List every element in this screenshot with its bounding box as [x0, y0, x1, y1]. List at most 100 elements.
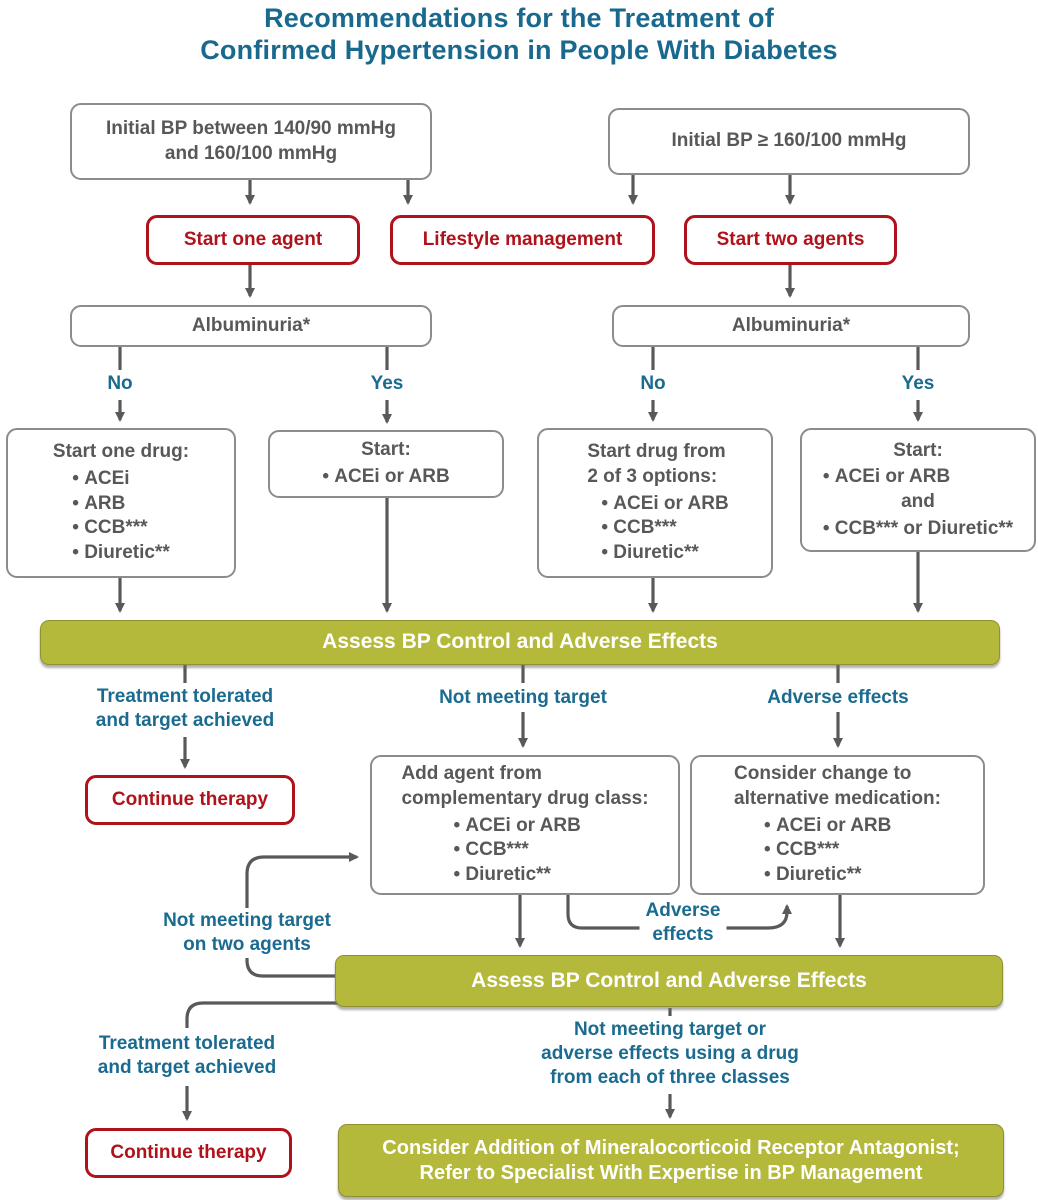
- start-acei-list: ACEi or ARB: [322, 465, 449, 490]
- box-continue-therapy-1: Continue therapy: [85, 775, 295, 825]
- start-two-agents-label: Start two agents: [716, 229, 865, 250]
- box-initial-bp-160plus-text: Initial BP ≥ 160/100 mmHg: [671, 130, 907, 152]
- list-item: ACEi or ARB: [453, 814, 648, 839]
- consider-change-title-line2: alternative medication:: [734, 787, 941, 809]
- list-item: ACEi or ARB: [601, 492, 728, 517]
- branch-yes-right: Yes: [901, 373, 935, 394]
- three-classes-line1: Not meeting target or: [573, 1019, 767, 1040]
- three-classes-line3: from each of three classes: [550, 1066, 790, 1088]
- start-two-title: Start:: [893, 439, 943, 461]
- add-agent-title-line1: Add agent from: [401, 763, 542, 785]
- outcome-three-classes: Not meeting target or adverse effects us…: [541, 1018, 799, 1089]
- adverse2-line2: effects: [652, 923, 714, 945]
- add-agent-list: ACEi or ARB CCB*** Diuretic**: [453, 814, 648, 888]
- consider-change-title-line1: Consider change to: [734, 763, 912, 785]
- final-bar-mineralocorticoid: Consider Addition of Mineralocorticoid R…: [338, 1124, 1004, 1197]
- page-title-line2: Confirmed Hypertension in People With Di…: [200, 34, 838, 65]
- start-two-list2: CCB*** or Diuretic**: [823, 517, 1013, 542]
- list-item: Diuretic**: [601, 541, 728, 566]
- branch-no-left: No: [107, 373, 133, 394]
- bp-range-line1: Initial BP between 140/90 mmHg: [105, 117, 397, 139]
- assess-bar-1: Assess BP Control and Adverse Effects: [40, 620, 1000, 665]
- assess-bar-2-text: Assess BP Control and Adverse Effects: [471, 968, 867, 992]
- tolerated1-line1: Treatment tolerated: [96, 686, 274, 707]
- albuminuria-right-text: Albuminuria*: [731, 314, 851, 336]
- two-of-three-list: ACEi or ARB CCB*** Diuretic**: [601, 492, 728, 566]
- list-item: CCB*** or Diuretic**: [823, 517, 1013, 542]
- tolerated2-line2: and target achieved: [97, 1056, 277, 1078]
- start-acei-title: Start:: [361, 439, 411, 461]
- outcome-tolerated-2: Treatment tolerated and target achieved: [98, 1032, 276, 1080]
- final-bar-text: Consider Addition of Mineralocorticoid R…: [382, 1136, 959, 1186]
- list-item: Diuretic**: [72, 541, 170, 566]
- branch-no-right: No: [640, 373, 666, 394]
- adverse2-line1: Adverse: [645, 900, 721, 921]
- list-item: CCB***: [453, 838, 648, 863]
- list-item: CCB***: [601, 516, 728, 541]
- start-one-drug-list: ACEi ARB CCB*** Diuretic**: [72, 467, 170, 566]
- box-start-one-drug: Start one drug: ACEi ARB CCB*** Diuretic…: [6, 428, 236, 578]
- box-start-two-drugs: Start: ACEi or ARB and CCB*** or Diureti…: [800, 428, 1036, 552]
- bp-range-line2: and 160/100 mmHg: [164, 142, 338, 164]
- box-continue-therapy-2: Continue therapy: [85, 1128, 292, 1178]
- list-item: ACEi or ARB: [322, 465, 449, 490]
- two-of-three-title-line2: 2 of 3 options:: [587, 465, 718, 487]
- box-initial-bp-140-160-text: Initial BP between 140/90 mmHg and 160/1…: [106, 117, 396, 166]
- consider-change-list: ACEi or ARB CCB*** Diuretic**: [764, 814, 941, 888]
- loop-label-not-meeting-two-agents: Not meeting target on two agents: [157, 908, 337, 958]
- outcome-adverse-effects: Adverse effects: [767, 687, 909, 708]
- list-item: ARB: [72, 492, 169, 517]
- albuminuria-left-text: Albuminuria*: [191, 314, 311, 336]
- start-one-agent-label: Start one agent: [183, 229, 323, 250]
- box-consider-change-content: Consider change to alternative medicatio…: [734, 762, 941, 887]
- assess-bar-2: Assess BP Control and Adverse Effects: [335, 955, 1003, 1007]
- box-albuminuria-left: Albuminuria*: [70, 305, 432, 347]
- list-item: ACEi or ARB: [823, 465, 1013, 490]
- box-two-of-three-content: Start drug from 2 of 3 options: ACEi or …: [581, 440, 728, 565]
- list-item: CCB***: [764, 838, 941, 863]
- box-start-one-agent: Start one agent: [146, 215, 360, 265]
- loop-label-line1: Not meeting target: [163, 910, 331, 931]
- final-bar-line1: Consider Addition of Mineralocorticoid R…: [382, 1136, 960, 1159]
- page-title-line1: Recommendations for the Treatment of: [264, 3, 774, 33]
- outcome-not-meeting-target: Not meeting target: [439, 687, 607, 708]
- continue-therapy-1-label: Continue therapy: [111, 789, 269, 810]
- list-item: CCB***: [72, 516, 169, 541]
- box-albuminuria-right: Albuminuria*: [612, 305, 970, 347]
- tolerated2-line1: Treatment tolerated: [98, 1033, 276, 1054]
- box-initial-bp-140-160: Initial BP between 140/90 mmHg and 160/1…: [70, 103, 432, 180]
- box-start-acei-arb: Start: ACEi or ARB: [268, 430, 504, 498]
- box-start-two-agents: Start two agents: [684, 215, 897, 265]
- branch-yes-left: Yes: [370, 373, 404, 394]
- box-initial-bp-160plus: Initial BP ≥ 160/100 mmHg: [608, 108, 970, 175]
- page-title: Recommendations for the Treatment of Con…: [0, 3, 1038, 67]
- two-of-three-title-line1: Start drug from: [587, 441, 726, 463]
- box-lifestyle-management: Lifestyle management: [390, 215, 655, 265]
- start-one-drug-title: Start one drug:: [52, 441, 190, 463]
- add-agent-title-line2: complementary drug class:: [401, 787, 649, 809]
- adverse-effects-label-2: Adverse effects: [639, 898, 727, 948]
- tolerated1-line2: and target achieved: [95, 709, 275, 731]
- list-item: Diuretic**: [453, 863, 648, 888]
- three-classes-line2: adverse effects using a drug: [541, 1042, 799, 1064]
- list-item: ACEi or ARB: [764, 814, 941, 839]
- box-two-of-three-options: Start drug from 2 of 3 options: ACEi or …: [537, 428, 773, 578]
- lifestyle-management-label: Lifestyle management: [422, 229, 623, 250]
- list-item: ACEi: [72, 467, 169, 492]
- box-start-acei-arb-content: Start: ACEi or ARB: [322, 438, 449, 489]
- start-two-list: ACEi or ARB: [823, 465, 1013, 490]
- assess-bar-1-text: Assess BP Control and Adverse Effects: [322, 630, 718, 654]
- box-consider-change: Consider change to alternative medicatio…: [690, 755, 985, 895]
- outcome-tolerated-1: Treatment tolerated and target achieved: [96, 685, 274, 733]
- final-bar-line2: Refer to Specialist With Expertise in BP…: [419, 1161, 923, 1184]
- box-start-one-drug-content: Start one drug: ACEi ARB CCB*** Diuretic…: [53, 440, 189, 565]
- start-two-joiner: and: [901, 491, 935, 512]
- box-add-agent: Add agent from complementary drug class:…: [370, 755, 680, 895]
- continue-therapy-2-label: Continue therapy: [110, 1142, 267, 1163]
- loop-label-line2: on two agents: [183, 933, 311, 955]
- box-add-agent-content: Add agent from complementary drug class:…: [401, 762, 648, 887]
- line-bar2-to-tolerated2: [187, 1003, 340, 1028]
- list-item: Diuretic**: [764, 863, 941, 888]
